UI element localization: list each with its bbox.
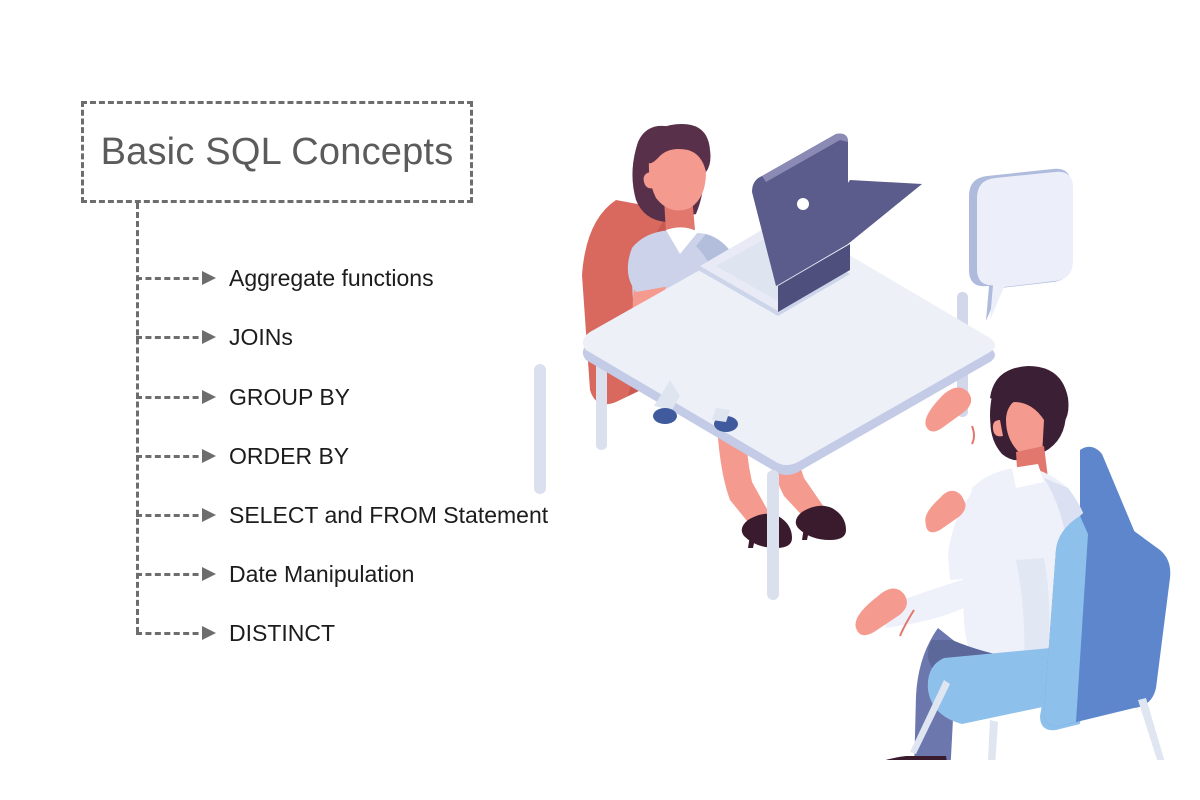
arrow-icon <box>136 449 222 463</box>
laptop <box>698 133 922 316</box>
page-title: Basic SQL Concepts <box>100 130 454 173</box>
arrow-icon <box>136 271 222 285</box>
list-item: GROUP BY <box>136 383 350 411</box>
diagram-item-list: Aggregate functions JOINs GROUP BY ORDER… <box>136 264 548 647</box>
arrow-icon <box>136 390 222 404</box>
concept-diagram: Basic SQL Concepts Aggregate functions J… <box>81 101 548 647</box>
arrow-icon <box>136 508 222 522</box>
list-item: SELECT and FROM Statement <box>136 501 548 529</box>
hand-gesture-upper <box>925 387 975 445</box>
list-item-label: ORDER BY <box>229 442 350 469</box>
desk <box>582 223 995 475</box>
diagram-trunk-line <box>136 203 139 633</box>
desk-legs-front <box>534 364 779 600</box>
list-item-label: Date Manipulation <box>229 560 415 587</box>
list-item-label: JOINs <box>229 323 293 350</box>
list-item: Aggregate functions <box>136 264 434 292</box>
chair-base-woman <box>653 380 738 432</box>
arrow-icon <box>136 330 222 344</box>
list-item: Date Manipulation <box>136 560 414 588</box>
arrow-icon <box>136 626 222 640</box>
office-meeting-illustration <box>520 80 1200 760</box>
list-item: JOINs <box>136 323 293 351</box>
arrow-icon <box>136 567 222 581</box>
list-item-label: DISTINCT <box>229 619 336 646</box>
speech-bubble-icon <box>969 168 1073 321</box>
list-item: DISTINCT <box>136 619 335 647</box>
list-item: ORDER BY <box>136 442 349 470</box>
diagram-title-box: Basic SQL Concepts <box>81 101 473 203</box>
list-item-label: Aggregate functions <box>229 264 434 291</box>
list-item-label: SELECT and FROM Statement <box>229 501 549 528</box>
list-item-label: GROUP BY <box>229 383 350 410</box>
hand-gesture-lower <box>855 588 915 637</box>
blue-armchair <box>910 508 1171 760</box>
